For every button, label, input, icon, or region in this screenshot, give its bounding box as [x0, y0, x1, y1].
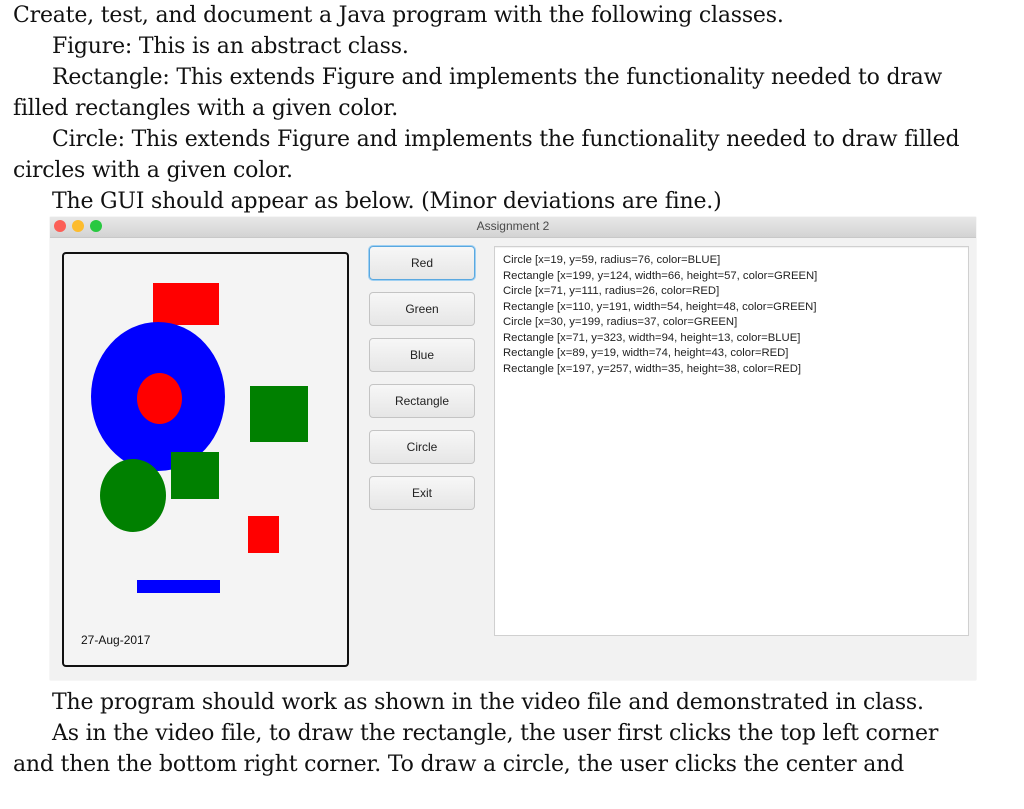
doc-line: Create, test, and document a Java progra… — [13, 3, 784, 28]
doc-line: Circle: This extends Figure and implemen… — [52, 127, 960, 152]
green-rectangle — [250, 386, 308, 442]
red-button[interactable]: Red — [369, 246, 475, 280]
log-line: Rectangle [x=110, y=191, width=54, heigh… — [503, 300, 817, 313]
window-title: Assignment 2 — [476, 219, 550, 233]
log-line: Circle [x=19, y=59, radius=76, color=BLU… — [503, 254, 721, 266]
doc-line: circles with a given color. — [13, 158, 293, 183]
zoom-window-icon[interactable] — [90, 220, 102, 232]
exit-button[interactable]: Exit — [369, 476, 475, 510]
circle-button[interactable]: Circle — [369, 430, 475, 464]
doc-line: and then the bottom right corner. To dra… — [13, 752, 904, 777]
doc-line: The program should work as shown in the … — [52, 690, 924, 715]
log-line: Rectangle [x=197, y=257, width=35, heigh… — [503, 362, 801, 375]
rectangle-button[interactable]: Rectangle — [369, 384, 475, 418]
shape-log-textarea[interactable]: Circle [x=19, y=59, radius=76, color=BLU… — [494, 246, 969, 636]
log-line: Rectangle [x=71, y=323, width=94, height… — [503, 331, 801, 344]
minimize-window-icon[interactable] — [72, 220, 84, 232]
title-bar: Assignment 2 — [50, 217, 976, 238]
doc-line: As in the video file, to draw the rectan… — [52, 721, 939, 746]
red-rectangle — [248, 516, 279, 553]
log-line: Circle [x=30, y=199, radius=37, color=GR… — [503, 316, 738, 328]
blue-button[interactable]: Blue — [369, 338, 475, 372]
doc-line: The GUI should appear as below. (Minor d… — [52, 189, 722, 214]
green-button[interactable]: Green — [369, 292, 475, 326]
red-rectangle — [153, 283, 219, 325]
green-circle — [100, 459, 166, 532]
log-line: Rectangle [x=199, y=124, width=66, heigh… — [503, 269, 818, 282]
doc-line: Figure: This is an abstract class. — [52, 34, 409, 59]
drawing-canvas[interactable]: 27-Aug-2017 — [62, 252, 349, 667]
app-window: Assignment 2 27-Aug-2017 Red Green Blue … — [50, 217, 976, 680]
green-rectangle — [171, 452, 219, 499]
doc-line: Rectangle: This extends Figure and imple… — [52, 65, 943, 90]
red-circle — [137, 373, 182, 424]
log-line: Rectangle [x=89, y=19, width=74, height=… — [503, 347, 789, 359]
close-window-icon[interactable] — [54, 220, 66, 232]
blue-rectangle — [137, 580, 220, 593]
date-label: 27-Aug-2017 — [81, 633, 151, 647]
doc-line: filled rectangles with a given color. — [13, 96, 399, 121]
log-line: Circle [x=71, y=111, radius=26, color=RE… — [503, 285, 720, 297]
